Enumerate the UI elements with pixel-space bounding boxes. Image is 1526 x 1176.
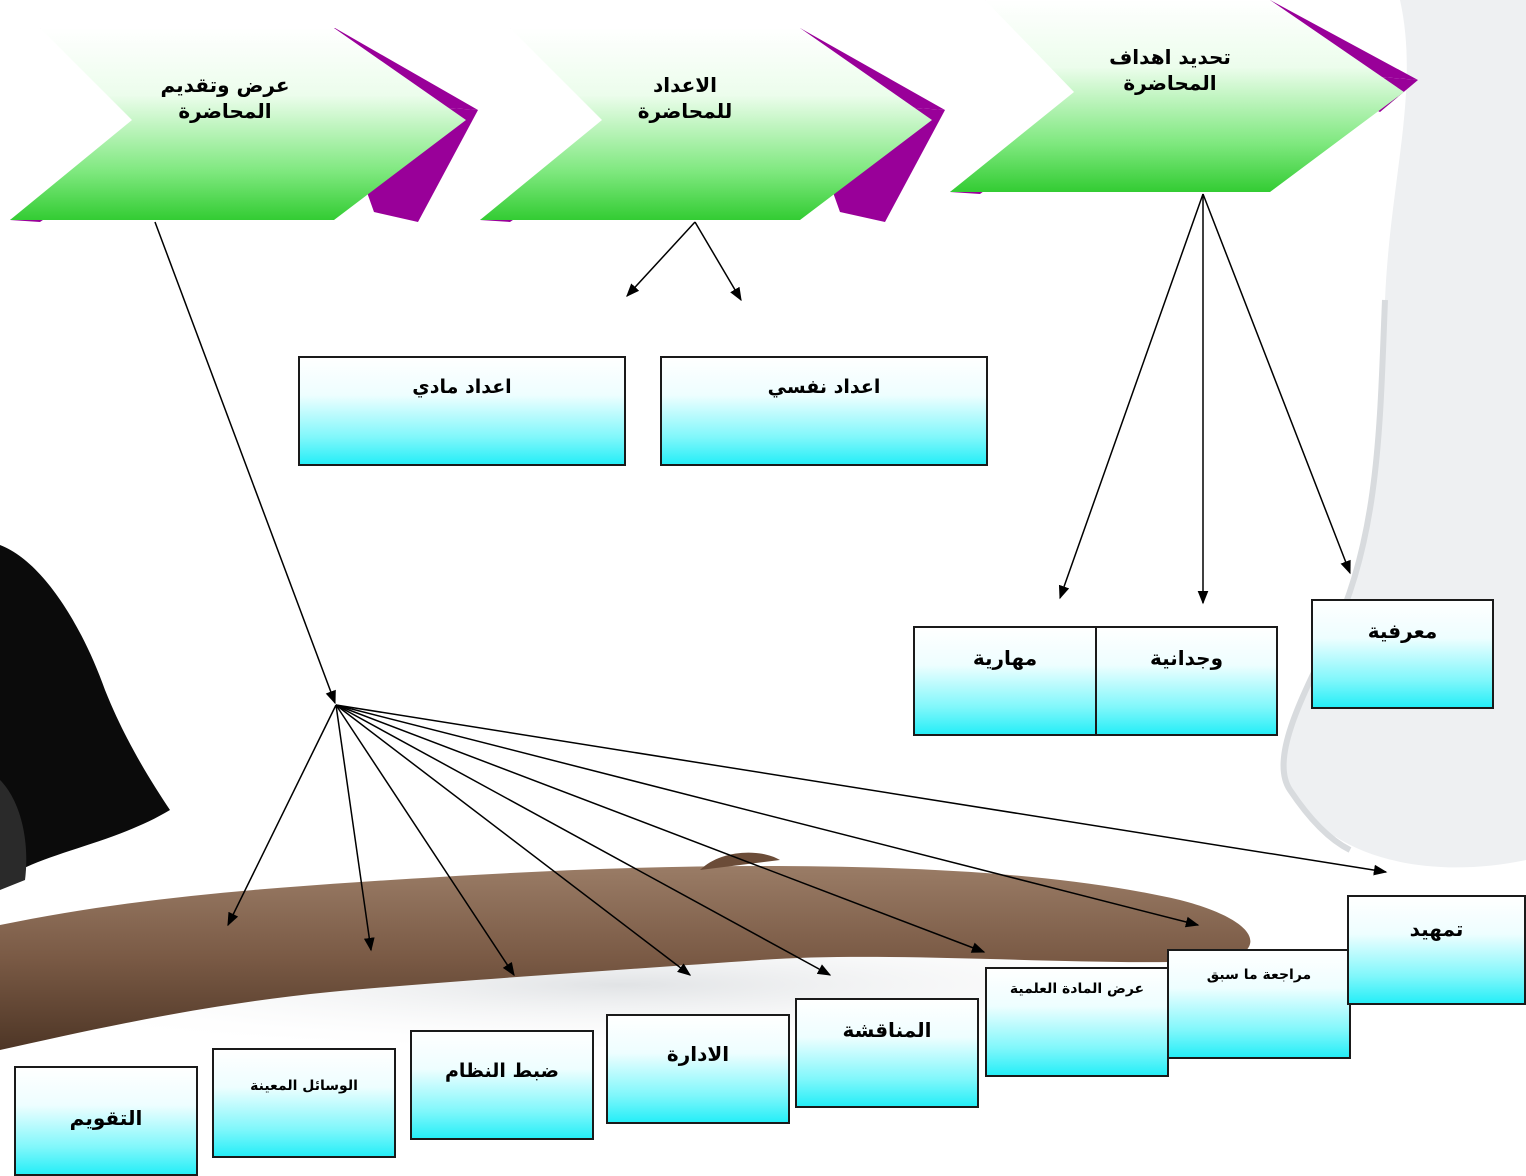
label-intro: تمهيد — [1409, 917, 1464, 941]
bird-silhouette — [0, 545, 170, 880]
header-label-prepare: الاعداد للمحاضرة — [637, 73, 733, 123]
bird-belly — [0, 780, 27, 890]
header-label-objectives: تحديد اهداف المحاضرة — [1109, 45, 1231, 95]
arrow-prepare-to-psychological — [694, 221, 742, 302]
arrow-hub-to-management — [335, 704, 692, 976]
header-label-present: عرض وتقديم المحاضرة — [160, 73, 290, 123]
box-aids: الوسائل المعينة — [212, 1048, 396, 1158]
box-evaluation: التقويم — [14, 1066, 198, 1176]
label-cognitive: معرفية — [1367, 619, 1438, 643]
label-management: الادارة — [666, 1042, 730, 1066]
arrow-hub-to-discipline — [335, 704, 515, 977]
arrow-objectives-to-cognitive — [1202, 193, 1351, 575]
box-material-prep: اعداد مادي — [298, 356, 626, 466]
label-psych-prep: اعداد نفسي — [767, 376, 881, 398]
arrow-hub-to-evaluation — [227, 704, 337, 927]
box-discipline: ضبط النظام — [410, 1030, 594, 1140]
box-management: الادارة — [606, 1014, 790, 1124]
label-content: عرض المادة العلمية — [1009, 981, 1145, 997]
label-discipline: ضبط النظام — [444, 1060, 560, 1082]
box-skill: مهارية — [913, 626, 1097, 736]
label-material-prep: اعداد مادي — [412, 376, 512, 398]
arrow-hub-to-content — [335, 704, 986, 953]
label-evaluation: التقويم — [69, 1106, 143, 1130]
arrow-hub-to-aids — [335, 704, 375, 952]
header-shape-present — [10, 28, 478, 222]
box-content: عرض المادة العلمية — [985, 967, 1169, 1077]
arrow-hub-to-review — [335, 704, 1200, 928]
box-cognitive: معرفية — [1311, 599, 1494, 709]
label-discussion: المناقشة — [842, 1018, 932, 1042]
label-review: مراجعة ما سبق — [1206, 967, 1312, 983]
label-aids: الوسائل المعينة — [250, 1078, 358, 1094]
branch-knot — [700, 852, 780, 870]
header-shape-prepare — [480, 28, 945, 222]
box-intro: تمهيد — [1347, 895, 1526, 1005]
arrow-objectives-to-skill — [1058, 193, 1204, 600]
header-shape-objectives — [950, 0, 1418, 194]
box-psych-prep: اعداد نفسي — [660, 356, 988, 466]
arrow-hub-to-intro — [335, 704, 1388, 876]
box-affective: وجدانية — [1095, 626, 1278, 736]
arrow-present-to-hub — [154, 221, 336, 705]
label-skill: مهارية — [972, 646, 1038, 670]
label-affective: وجدانية — [1149, 646, 1224, 670]
arrow-prepare-to-material — [626, 221, 696, 297]
tree-branch — [0, 866, 1251, 1050]
connector-lines — [154, 193, 1388, 977]
box-review: مراجعة ما سبق — [1167, 949, 1351, 1059]
box-discussion: المناقشة — [795, 998, 979, 1108]
arrow-hub-to-discussion — [335, 704, 832, 976]
